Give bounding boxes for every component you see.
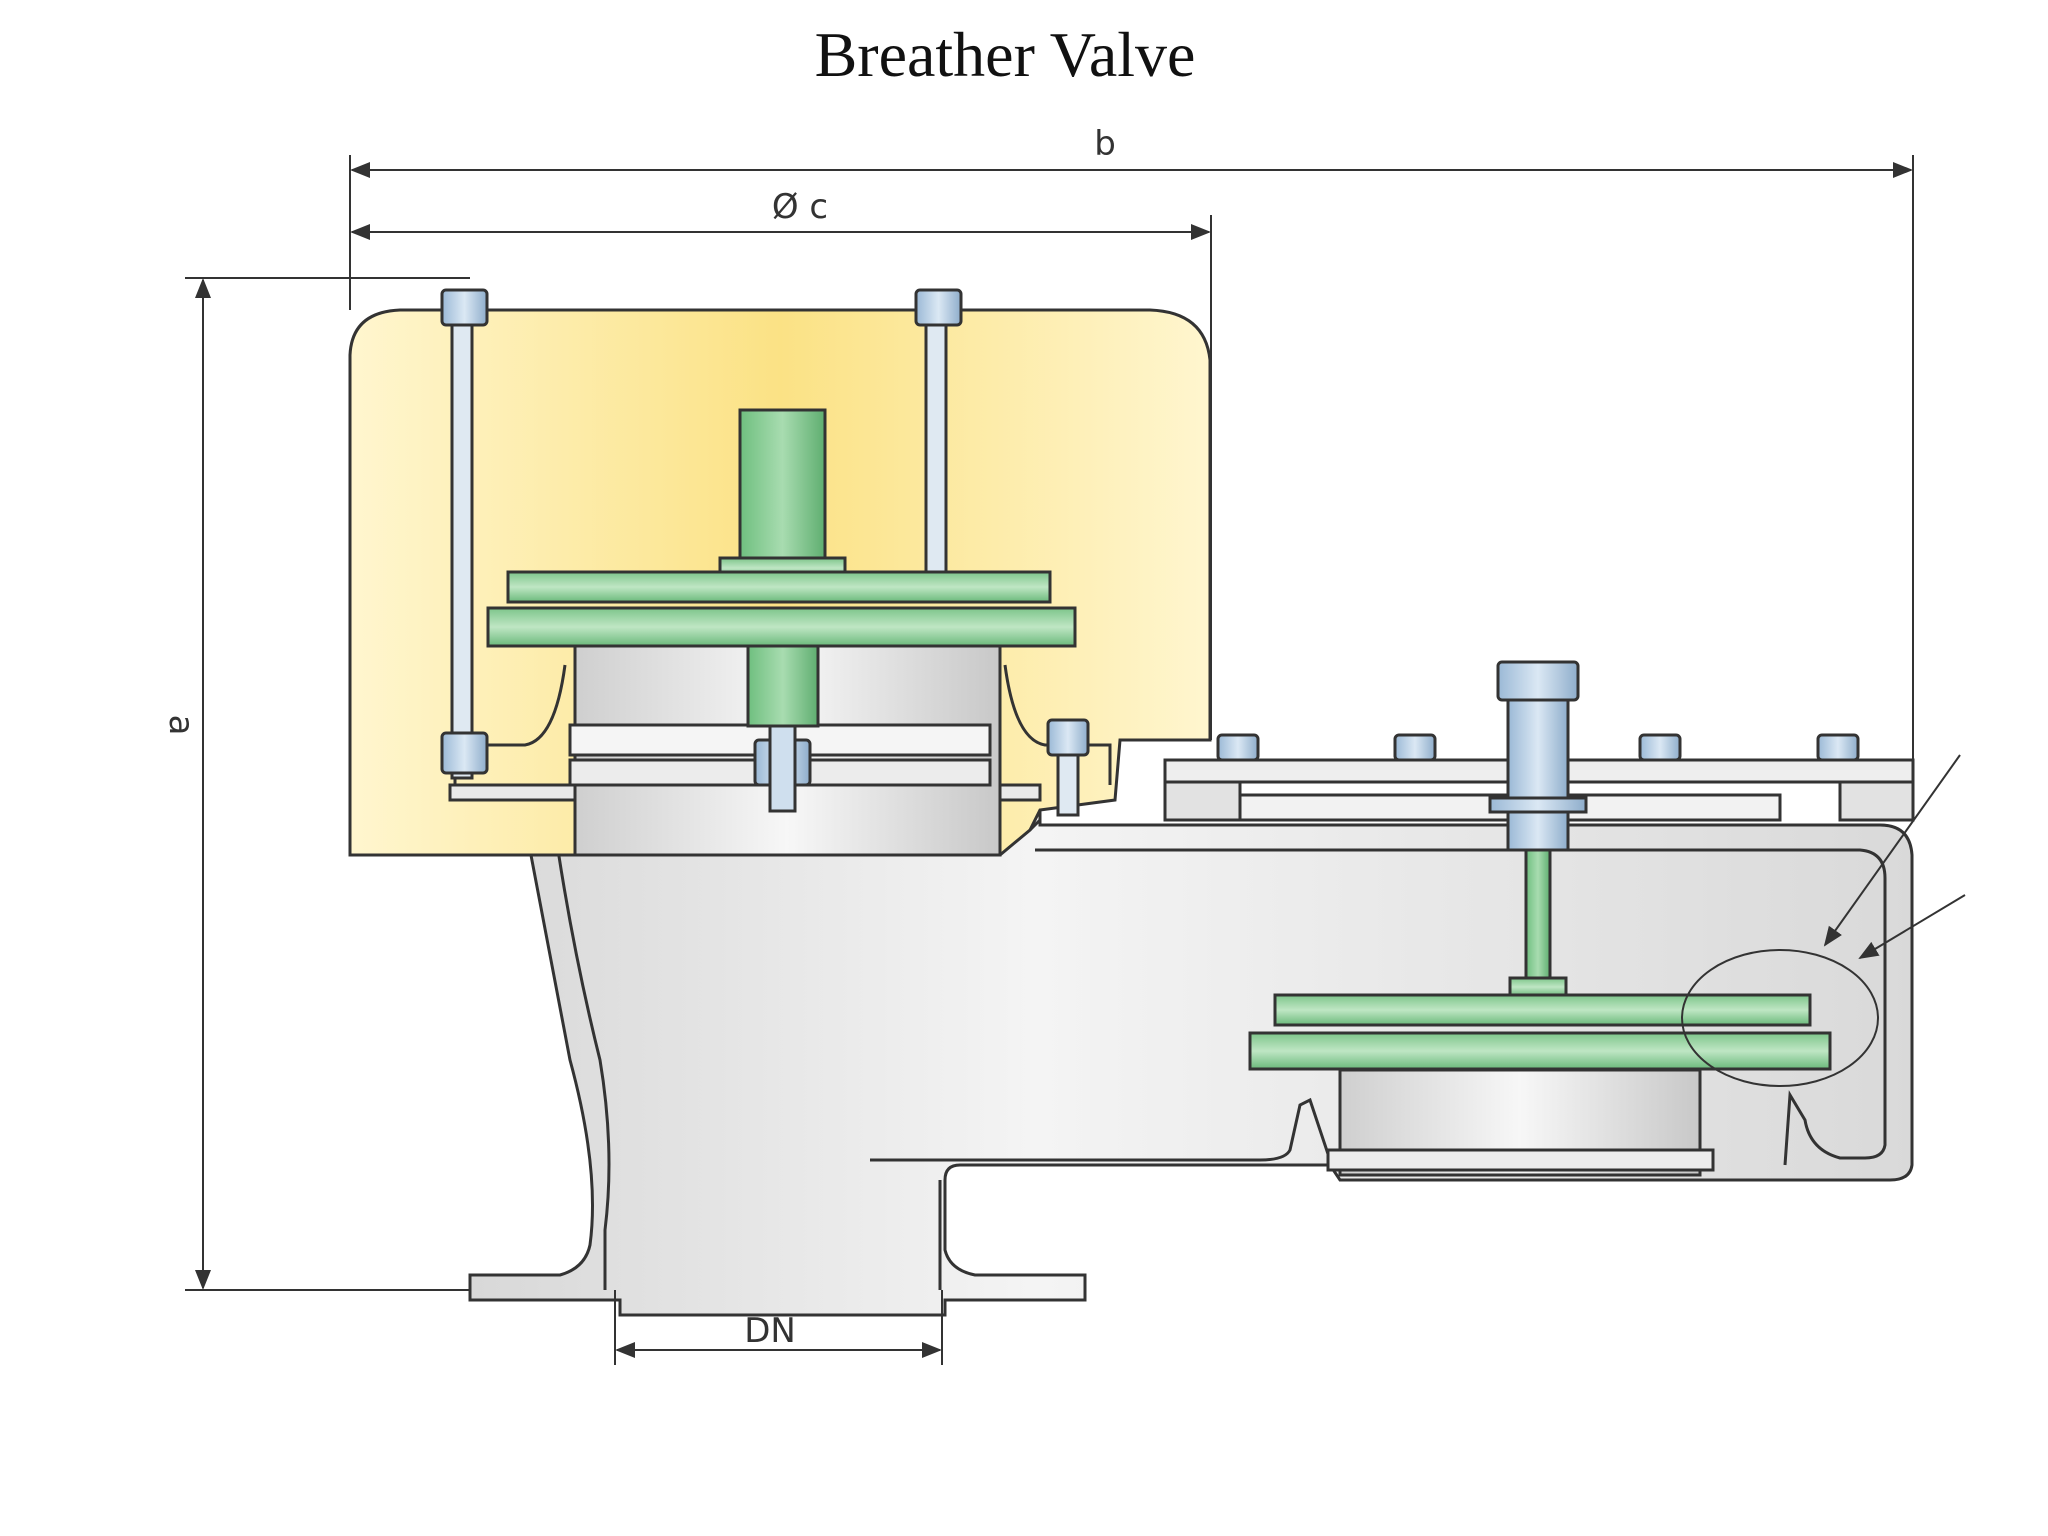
arrow-icon (1858, 894, 1966, 960)
detail-circle (1681, 949, 1879, 1087)
dimension-label-a: a (161, 715, 201, 736)
dimension-label-dn: DN (744, 1311, 796, 1351)
page-title: Breather Valve (814, 19, 1196, 90)
hood-guide-rods (450, 306, 1080, 817)
dimension-label-b: b (1094, 124, 1116, 164)
vacuum-spindle (1488, 660, 1588, 998)
dimension-lines (185, 155, 1914, 1365)
vacuum-pallet-disc (1248, 993, 1832, 1177)
pressure-pallet-disc (486, 408, 1077, 813)
arrow-icon (1823, 754, 1961, 947)
dimension-label-c: Ø c (772, 187, 828, 227)
